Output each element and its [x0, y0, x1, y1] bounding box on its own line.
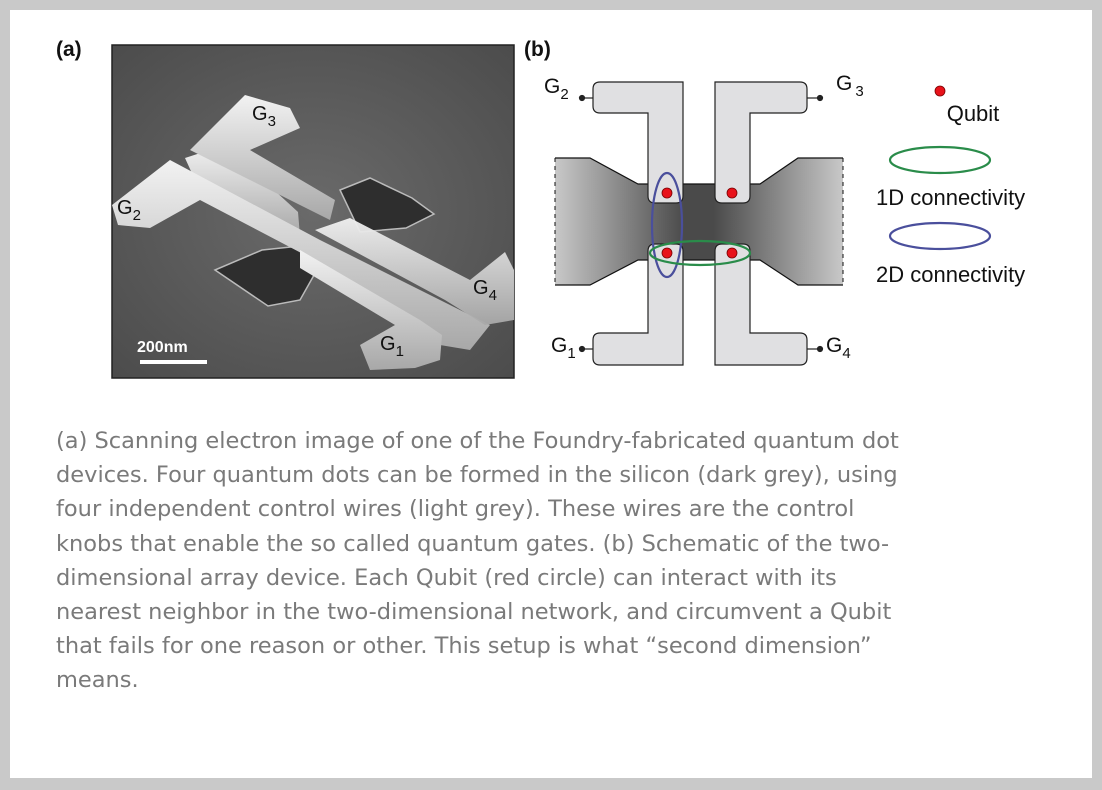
figure: (a) G3 G2 G4 G1 200nm (b): [56, 38, 1025, 379]
label-g2: G2: [544, 75, 569, 103]
gate-g4: [714, 243, 808, 366]
panel-a: (a) G3 G2 G4 G1 200nm: [56, 38, 515, 379]
sem-label-g2: G2: [117, 197, 141, 224]
qubit: [726, 187, 738, 199]
caption-line: means.: [56, 667, 139, 694]
sem-image: G3 G2 G4 G1 200nm: [111, 44, 515, 379]
gate-g1: [592, 243, 684, 366]
caption-line: devices. Four quantum dots can be formed…: [56, 462, 898, 489]
legend-1d-marker: [888, 145, 992, 175]
caption-line: knobs that enable the so called quantum …: [56, 530, 890, 557]
legend-2d-label: 2D connectivity: [876, 262, 1025, 287]
sem-label-g3: G3: [252, 103, 276, 130]
caption-line: that fails for one reason or other. This…: [56, 633, 872, 660]
legend-qubit-label: Qubit: [947, 101, 1000, 126]
legend: Qubit 1D connectivity 2D connectivity: [876, 85, 1025, 287]
sem-label-g4: G4: [473, 277, 497, 304]
qubit: [661, 247, 673, 259]
caption-line: dimensional array device. Each Qubit (re…: [56, 564, 837, 591]
legend-2d-marker: [888, 221, 992, 251]
label-g4: G4: [826, 334, 851, 362]
qubit: [726, 247, 738, 259]
legend-qubit-marker: [934, 85, 946, 97]
sem-label-g1: G1: [380, 333, 404, 360]
figure-caption: (a) Scanning electron image of one of th…: [56, 424, 1056, 698]
caption-line: (a) Scanning electron image of one of th…: [56, 428, 899, 454]
panel-a-label: (a): [56, 38, 82, 61]
gate-g3: [714, 81, 808, 204]
scale-bar: [140, 360, 207, 364]
panel-b-label: (b): [524, 38, 551, 61]
caption-line: four independent control wires (light gr…: [56, 496, 855, 523]
caption-line: nearest neighbor in the two-dimensional …: [56, 599, 892, 626]
1d-connectivity-ellipse: [648, 239, 752, 267]
qubit: [661, 187, 673, 199]
silicon-channel: [555, 158, 843, 285]
label-g1: G1: [551, 334, 576, 362]
scale-bar-label: 200nm: [137, 339, 188, 356]
legend-1d-label: 1D connectivity: [876, 185, 1025, 210]
2d-connectivity-ellipse: [650, 171, 684, 279]
